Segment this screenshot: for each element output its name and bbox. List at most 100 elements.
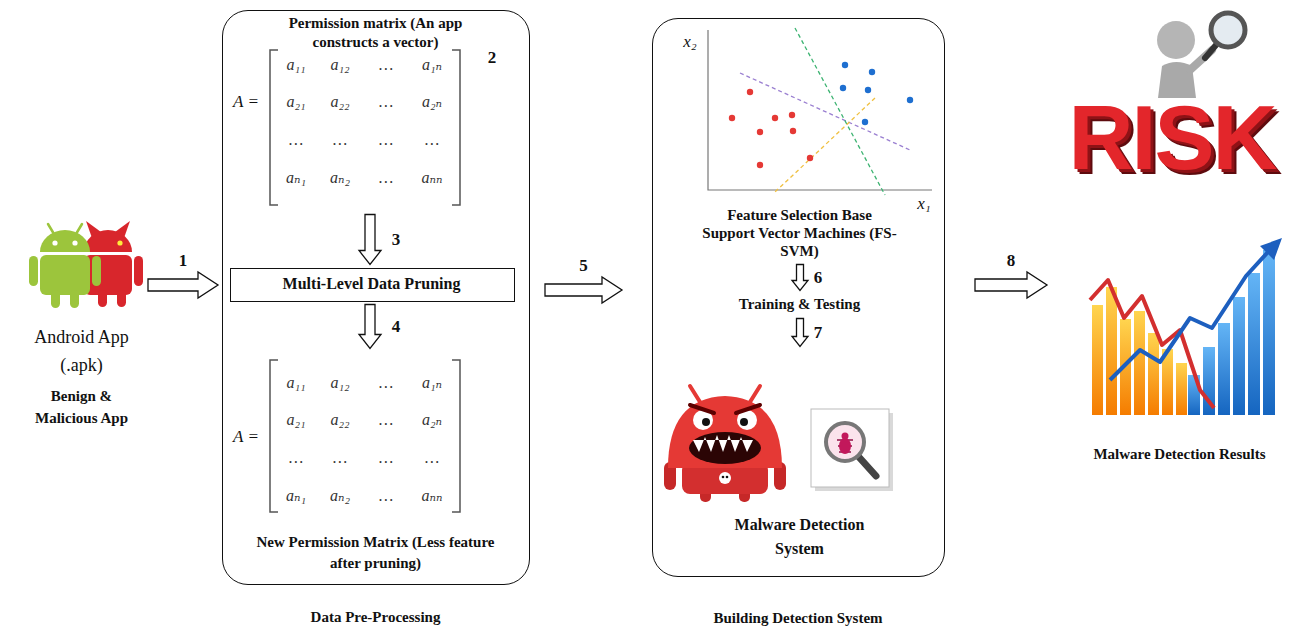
malware-monster-icon xyxy=(693,435,753,452)
detector-label: Malware Detection System xyxy=(720,513,880,561)
android-app-icon xyxy=(72,240,77,245)
trend-chart xyxy=(1176,363,1187,415)
malware-scan-icon xyxy=(858,456,876,476)
block-arrow xyxy=(545,277,622,303)
malware-monster-icon xyxy=(722,476,725,479)
step-number: 5 xyxy=(579,256,588,276)
classifier-block: Feature Selection Base Support Vector Ma… xyxy=(665,22,935,262)
trend-chart xyxy=(1260,238,1282,260)
block-arrow xyxy=(359,215,381,265)
callout-number: 2 xyxy=(488,48,497,68)
matrix-block: New Permission Matrix (Less feature afte… xyxy=(226,352,526,577)
matrix-entry: a₁ₙ xyxy=(422,55,442,74)
svm-scatter-plot xyxy=(869,69,875,75)
svm-scatter-plot xyxy=(840,85,846,91)
svm-scatter-plot xyxy=(807,155,813,161)
android-app-icon xyxy=(117,240,122,245)
android-app-icon xyxy=(29,256,38,286)
android-app-icon xyxy=(29,230,101,308)
android-app-icon xyxy=(40,230,90,252)
matrix-entry: a₂₂ xyxy=(330,410,349,429)
step-number: 3 xyxy=(392,229,401,249)
svm-scatter-plot xyxy=(795,28,885,195)
step-number: 6 xyxy=(814,267,823,287)
matrix-entry: aₙ₂ xyxy=(330,168,350,187)
android-app-icon xyxy=(86,221,101,238)
svm-scatter-plot xyxy=(790,128,796,134)
trend-chart xyxy=(1134,311,1145,415)
risk-lettering: RISK xyxy=(1068,93,1275,183)
android-app-icon xyxy=(76,224,82,234)
malware-scan-icon xyxy=(842,433,849,440)
app-caption: Android App (.apk) xyxy=(18,323,145,379)
svm-scatter-plot xyxy=(729,115,735,121)
matrix-entry: … xyxy=(333,130,347,149)
matrix-entry: … xyxy=(425,448,439,467)
trend-chart xyxy=(1148,333,1159,415)
step-label: Training & Testing xyxy=(700,294,900,314)
matrix-entry: a₁₁ xyxy=(286,373,305,392)
app-subcaption: Benign & Malicious App xyxy=(27,385,137,429)
matrix-heading: Permission matrix (An app constructs a v… xyxy=(256,14,496,52)
android-app-icon xyxy=(115,221,130,238)
malware-monster-icon xyxy=(690,405,760,413)
detector-block: Malware Detection System xyxy=(665,350,935,565)
process-box: Multi-Level Data Pruning xyxy=(230,268,515,302)
matrix-entry: a₂ₙ xyxy=(422,92,442,111)
matrix-entry: a₂₁ xyxy=(286,410,305,429)
block-arrow xyxy=(975,272,1047,298)
analyst-figure xyxy=(1157,21,1195,59)
svm-scatter-plot xyxy=(789,112,795,118)
matrix-entry: aₙ₁ xyxy=(286,486,306,505)
svm-scatter-plot xyxy=(842,62,848,68)
stage-panel: Building Detection SystemFeature Selecti… xyxy=(652,18,945,577)
malware-monster-icon xyxy=(719,472,731,484)
trend-chart xyxy=(1092,305,1103,415)
android-app-icon xyxy=(84,255,132,295)
malware-monster-icon xyxy=(668,396,782,468)
trend-chart xyxy=(1218,323,1230,415)
matrix-entry: aₙ₁ xyxy=(286,168,306,187)
android-app-icon xyxy=(40,255,90,295)
matrix-entry: a₁₂ xyxy=(330,373,349,392)
matrix-entry: … xyxy=(379,92,393,111)
malware-scan-icon xyxy=(811,409,893,491)
matrix-entry: … xyxy=(379,168,393,187)
android-app-icon xyxy=(70,290,79,308)
svm-scatter-plot xyxy=(747,89,753,95)
svm-scatter-plot xyxy=(729,89,813,168)
matrix-symbol: A = xyxy=(233,92,259,112)
android-app-icon xyxy=(29,221,143,308)
svm-scatter-plot xyxy=(757,129,763,135)
matrix-block: Permission matrix (An app constructs a v… xyxy=(226,14,526,212)
matrix-symbol: A = xyxy=(233,427,259,447)
matrix-bracket xyxy=(452,360,460,512)
matrix-entry: a₂₂ xyxy=(330,92,349,111)
results-label: Malware Detection Results xyxy=(1055,445,1305,464)
step-number: 8 xyxy=(1007,251,1016,271)
matrix-entry: … xyxy=(289,130,303,149)
malware-scan-icon xyxy=(811,409,889,487)
matrix-entry: … xyxy=(379,55,393,74)
svm-scatter-plot xyxy=(840,62,913,125)
matrix-bracket xyxy=(270,50,278,205)
step-number: 1 xyxy=(179,251,188,271)
stage-heading: Building Detection System xyxy=(653,609,943,628)
matrix-entry: … xyxy=(379,373,393,392)
trend-chart xyxy=(1110,252,1268,380)
stage-panel: Data Pre-ProcessingPermission matrix (An… xyxy=(222,10,530,585)
axis-label: x₂ xyxy=(683,32,696,52)
matrix-entry: … xyxy=(379,486,393,505)
android-app-icon xyxy=(134,256,143,286)
svm-scatter-plot xyxy=(757,162,763,168)
block-arrow xyxy=(148,272,218,298)
android-app-icon xyxy=(51,290,60,308)
matrix-bracket xyxy=(270,360,278,512)
block-arrow xyxy=(359,305,381,349)
malware-monster-icon xyxy=(702,418,710,426)
trend-chart xyxy=(1106,287,1117,415)
android-app-icon xyxy=(92,256,101,286)
svm-scatter-plot xyxy=(708,28,932,195)
malware-monster-icon xyxy=(750,386,760,402)
